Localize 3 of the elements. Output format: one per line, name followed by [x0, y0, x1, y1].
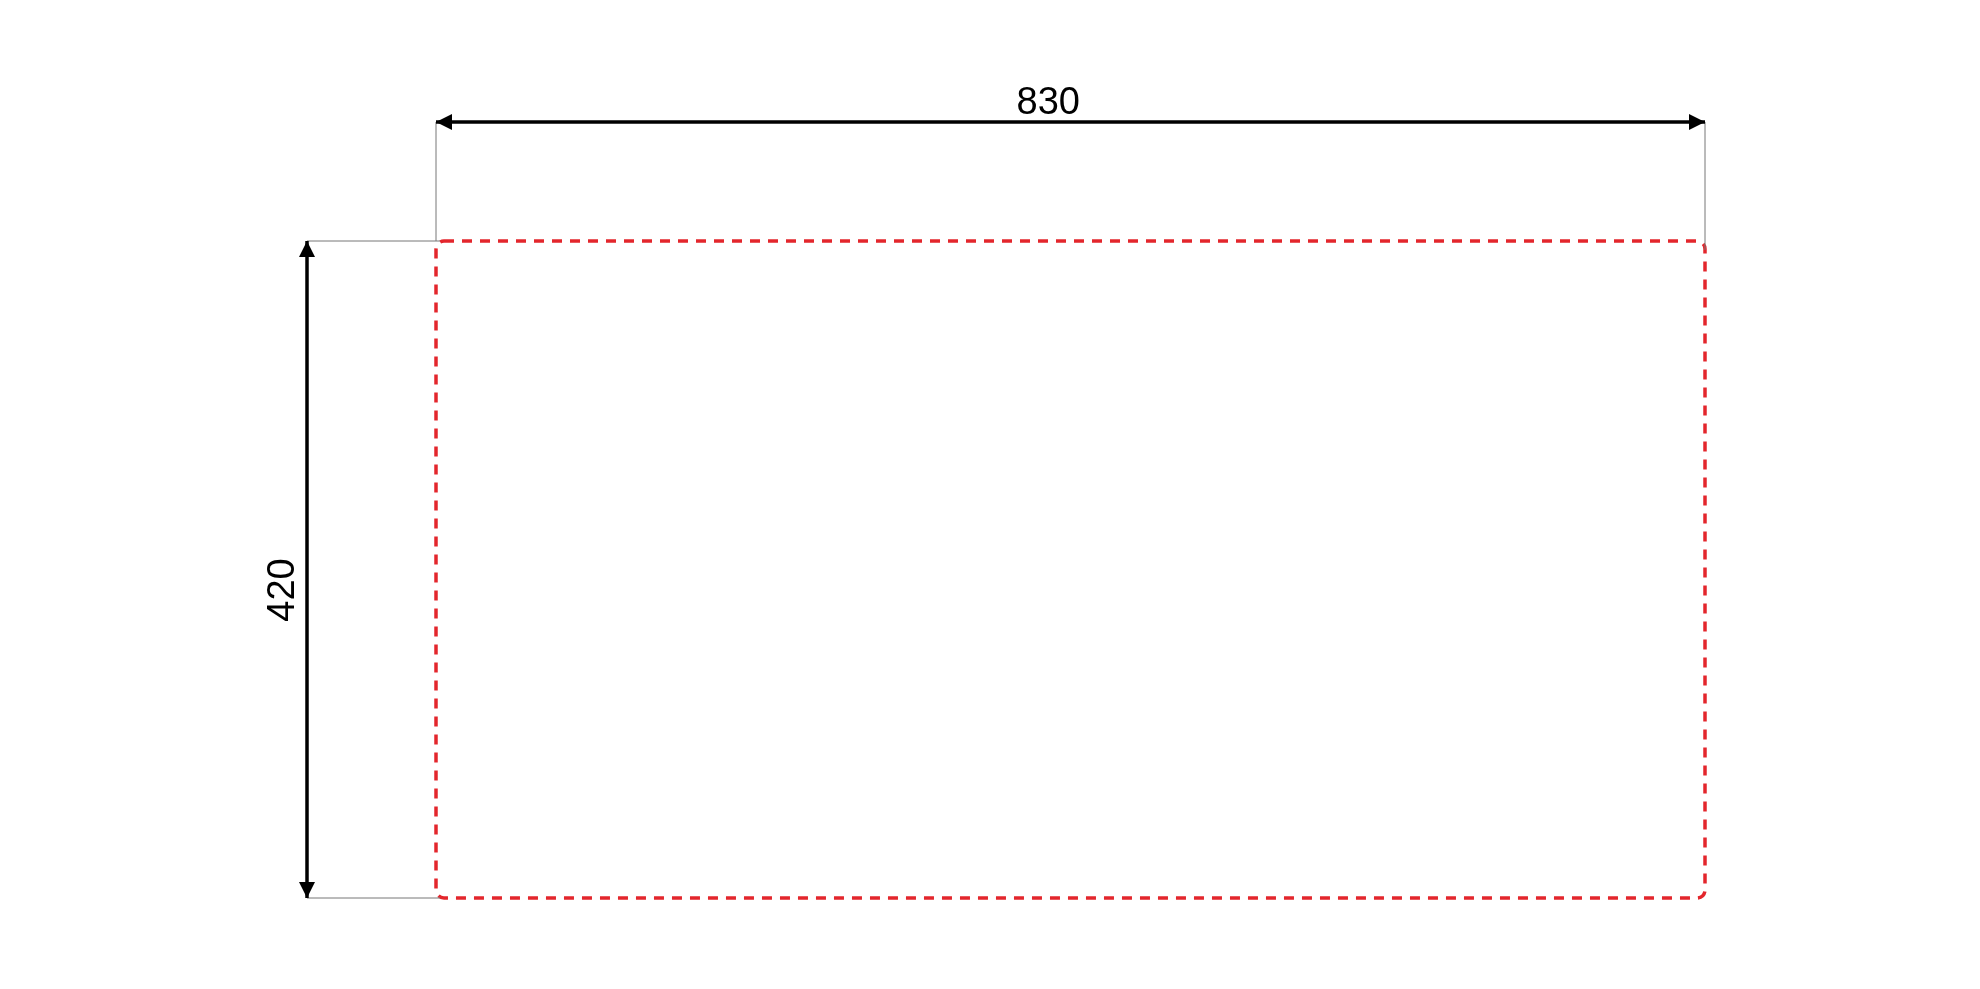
dimension-label: 830 [1016, 82, 1080, 120]
cutout-outline [434, 239, 1707, 900]
dimension-label: 420 [261, 558, 300, 622]
